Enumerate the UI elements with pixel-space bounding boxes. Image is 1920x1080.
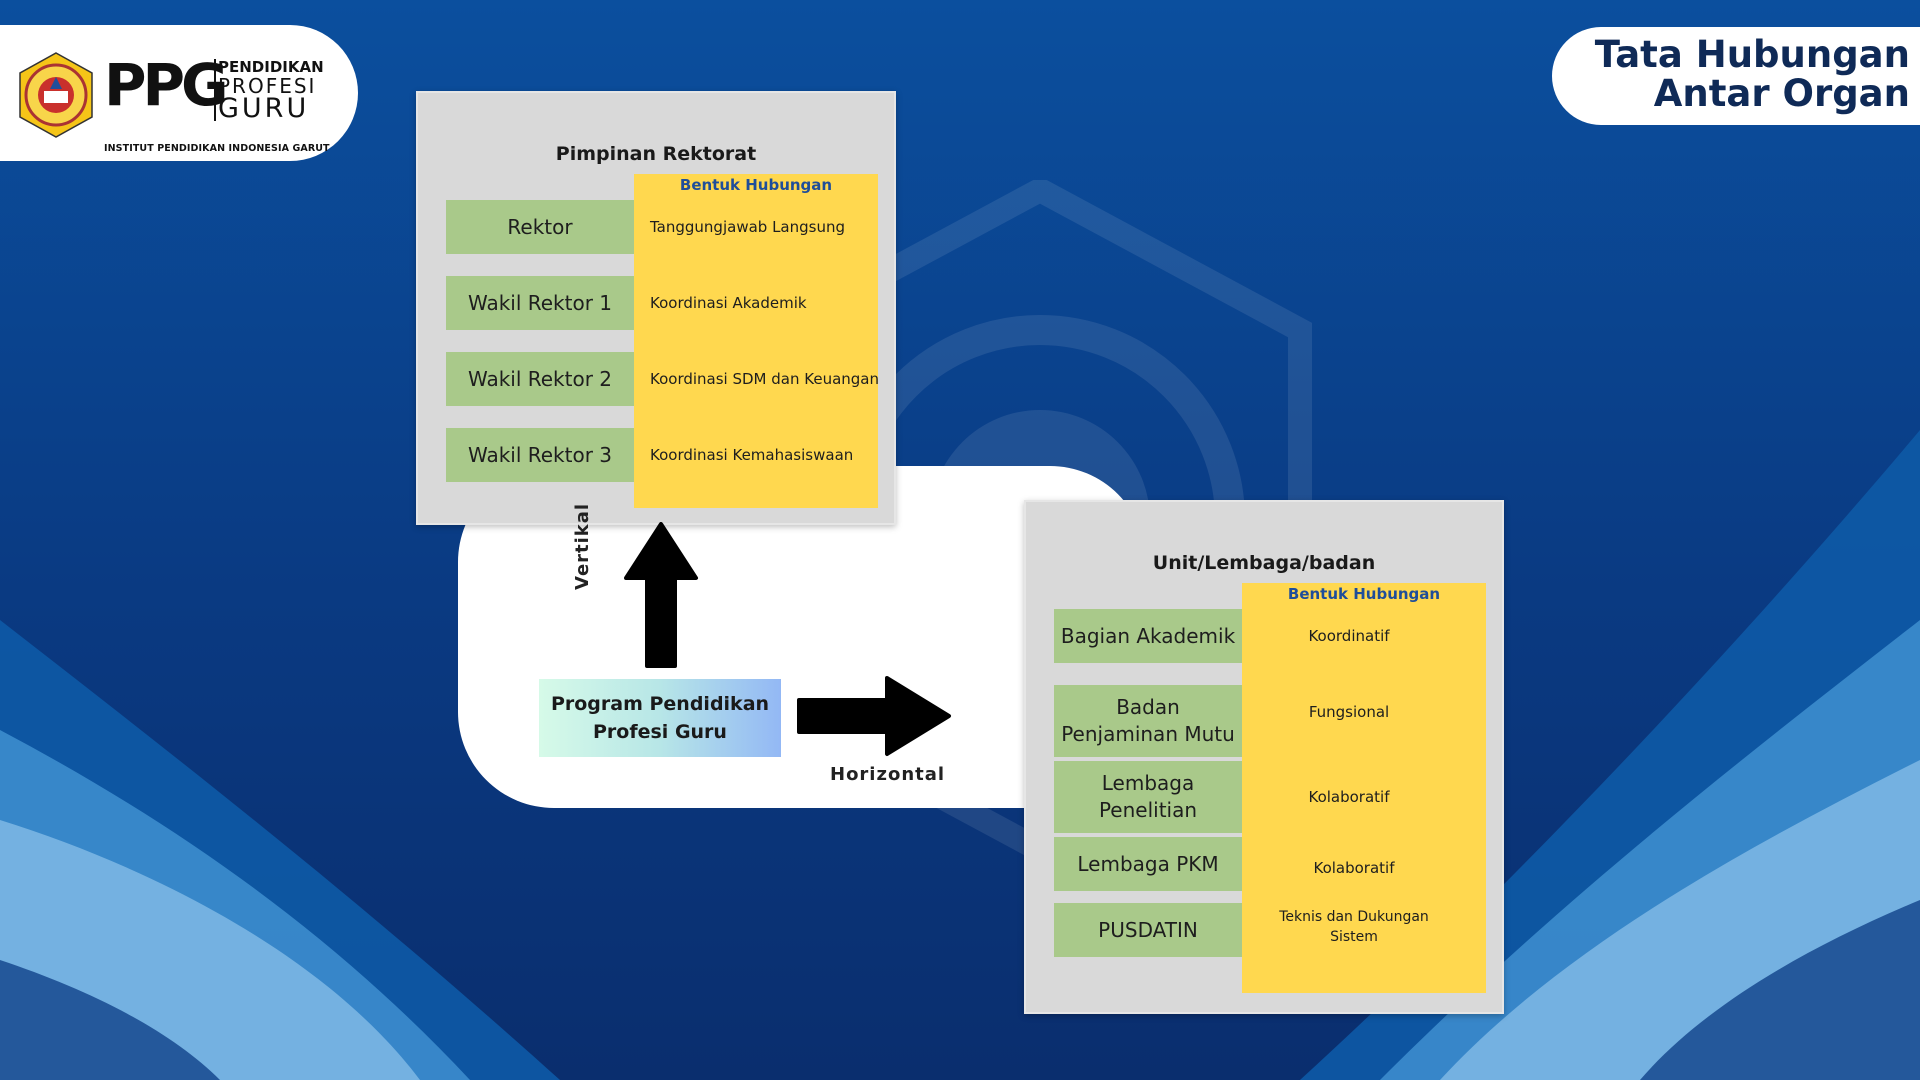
relation-bagian-akademik: Koordinatif bbox=[1242, 609, 1456, 663]
relation-badan-penjaminan-mutu-line1: Fungsional bbox=[1308, 703, 1390, 721]
unit-panel: Unit/Lembaga/badan Bentuk Hubungan Bagia… bbox=[1024, 500, 1504, 1014]
org-box-badan-penjaminan-mutu-line1: Badan bbox=[1116, 695, 1180, 719]
arrow-up-icon bbox=[624, 522, 698, 668]
org-box-bagian-akademik-line1: Bagian Akademik bbox=[1060, 623, 1236, 648]
org-box-lembaga-pkm-line1: Lembaga PKM bbox=[1077, 851, 1219, 876]
arrow-right-icon bbox=[797, 676, 951, 756]
org-box-pusdatin-line1: PUSDATIN bbox=[1098, 917, 1198, 942]
page-title-line1: Tata Hubungan bbox=[1594, 33, 1910, 76]
org-box-lembaga-pkm: Lembaga PKM bbox=[1054, 837, 1242, 891]
vertical-label: Vertikal bbox=[572, 502, 593, 590]
wave-left-deep bbox=[0, 960, 220, 1080]
relation-lembaga-penelitian: Kolaboratif bbox=[1242, 770, 1456, 824]
wave-right-deep bbox=[1640, 900, 1920, 1080]
relation-wakil-rektor-2: Koordinasi SDM dan Keuangan bbox=[650, 370, 879, 388]
relation-pusdatin-line2: Sistem bbox=[1330, 929, 1378, 945]
relation-wakil-rektor-1: Koordinasi Akademik bbox=[650, 294, 807, 312]
rektorat-relation-header: Bentuk Hubungan bbox=[679, 176, 833, 194]
program-line2: Profesi Guru bbox=[593, 721, 727, 743]
org-box-lembaga-penelitian-line2: Penelitian bbox=[1098, 798, 1198, 822]
logo-card: PPG PENDIDIKAN PROFESI GURU INSTITUT PEN… bbox=[0, 25, 358, 161]
page-title-line2: Antar Organ bbox=[1653, 72, 1910, 115]
unit-relation-header: Bentuk Hubungan bbox=[1287, 585, 1441, 603]
org-box-bagian-akademik: Bagian Akademik bbox=[1054, 609, 1242, 663]
relation-rektor: Tanggungjawab Langsung bbox=[650, 218, 845, 236]
rektorat-panel-title: Pimpinan Rektorat bbox=[555, 143, 757, 165]
ppg-wordmark: PPG bbox=[104, 51, 229, 119]
wordmark-line3: GURU bbox=[218, 93, 310, 124]
program-box: Program Pendidikan Profesi Guru bbox=[539, 679, 781, 757]
org-box-wakil-rektor-1: Wakil Rektor 1 bbox=[446, 276, 634, 330]
title-card: Tata Hubungan Antar Organ bbox=[1552, 27, 1920, 125]
org-box-pusdatin: PUSDATIN bbox=[1054, 903, 1242, 957]
wordmark-line1: PENDIDIKAN bbox=[218, 58, 324, 76]
horizontal-label: Horizontal bbox=[830, 764, 946, 785]
wordmark-line2: PROFESI bbox=[218, 74, 317, 98]
unit-relation-column: Bentuk Hubungan bbox=[1242, 583, 1486, 993]
org-box-lembaga-penelitian-line1: Lembaga bbox=[1101, 771, 1195, 795]
relation-lembaga-pkm: Kolaboratif bbox=[1242, 841, 1466, 895]
relation-lembaga-penelitian-line1: Kolaboratif bbox=[1308, 788, 1390, 806]
program-line1: Program Pendidikan bbox=[550, 693, 770, 715]
relation-wakil-rektor-3: Koordinasi Kemahasiswaan bbox=[650, 446, 854, 464]
org-box-badan-penjaminan-mutu-line2: Penjaminan Mutu bbox=[1061, 722, 1235, 746]
unit-panel-title: Unit/Lembaga/badan bbox=[1152, 552, 1376, 574]
rektorat-relation-column: Bentuk Hubungan bbox=[634, 174, 878, 508]
wordmark-subtitle: PENDIDIKAN PROFESI GURU bbox=[218, 58, 326, 124]
relation-bagian-akademik-line1: Koordinatif bbox=[1308, 627, 1390, 645]
institution-name: INSTITUT PENDIDIKAN INDONESIA GARUT bbox=[104, 143, 330, 154]
relation-lembaga-pkm-line1: Kolaboratif bbox=[1313, 859, 1395, 877]
org-box-wakil-rektor-3: Wakil Rektor 3 bbox=[446, 428, 634, 482]
rektorat-panel: Pimpinan Rektorat Bentuk Hubungan Rektor… bbox=[416, 91, 896, 525]
org-box-wakil-rektor-2: Wakil Rektor 2 bbox=[446, 352, 634, 406]
university-emblem-icon bbox=[19, 52, 93, 138]
relation-pusdatin-line1: Teknis dan Dukungan bbox=[1279, 909, 1429, 925]
wordmark-divider bbox=[214, 59, 216, 121]
org-box-rektor: Rektor bbox=[446, 200, 634, 254]
relation-badan-penjaminan-mutu: Fungsional bbox=[1242, 685, 1456, 739]
page-title: Tata Hubungan Antar Organ bbox=[1595, 35, 1910, 113]
